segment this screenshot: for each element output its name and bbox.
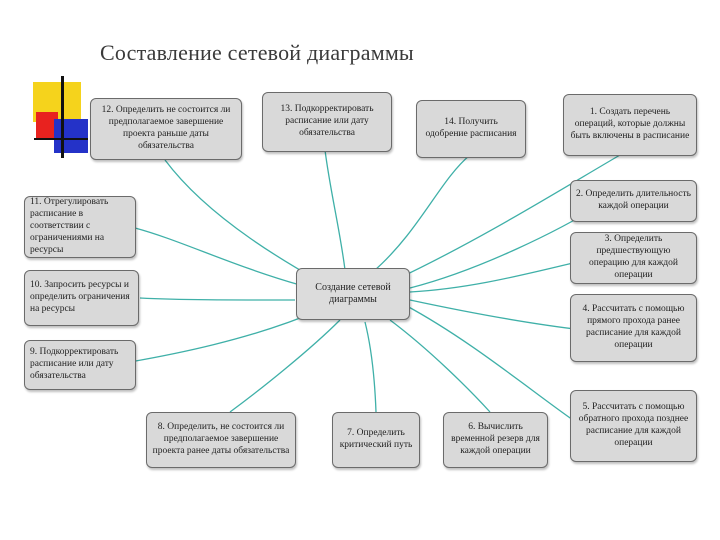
link-14: [374, 154, 471, 271]
link-13: [324, 149, 346, 271]
link-6: [389, 319, 491, 413]
step-9-node: 9. Подкорректировать расписание или дату…: [24, 340, 136, 390]
step-5-node: 5. Рассчитать с помощью обратного проход…: [570, 390, 697, 462]
step-12-node: 12. Определить не состоится ли предполаг…: [90, 98, 242, 160]
step-11-node: 11. Отрегулировать расписание в соответс…: [24, 196, 136, 258]
step-7-node: 7. Определить критический путь: [332, 412, 420, 468]
decorative-vertical-line: [61, 76, 64, 158]
link-4: [409, 299, 584, 331]
page-title: Составление сетевой диаграммы: [100, 40, 414, 65]
step-10-node: 10. Запросить ресурсы и определить огран…: [24, 270, 139, 326]
link-8: [229, 319, 341, 413]
step-2-node: 2. Определить длительность каждой операц…: [570, 180, 697, 222]
link-3: [409, 257, 596, 293]
link-1: [394, 154, 621, 281]
decorative-horizontal-line: [34, 138, 88, 140]
link-7: [364, 321, 377, 413]
step-1-node: 1. Создать перечень операций, которые до…: [563, 94, 697, 156]
decorative-blue-square: [54, 119, 88, 153]
link-9: [129, 309, 321, 363]
link-11: [134, 227, 301, 286]
link-10: [139, 297, 296, 301]
link-5: [404, 304, 574, 421]
decorative-red-square: [36, 112, 58, 140]
step-13-node: 13. Подкорректировать расписание или дат…: [262, 92, 392, 152]
center-node: Создание сетевой диаграммы: [296, 268, 410, 320]
step-14-node: 14. Получить одобрение расписания: [416, 100, 526, 158]
step-3-node: 3. Определить предшествующую операцию дл…: [570, 232, 697, 284]
step-4-node: 4. Рассчитать с помощью прямого прохода …: [570, 294, 697, 362]
step-8-node: 8. Определить, не состоится ли предполаг…: [146, 412, 296, 468]
step-6-node: 6. Вычислить временной резерв для каждой…: [443, 412, 548, 468]
